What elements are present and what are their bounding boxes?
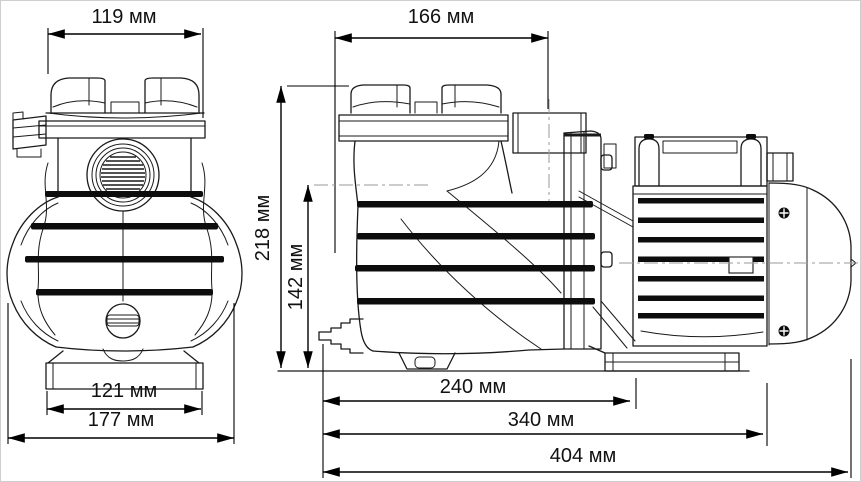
- fan-cover: [768, 182, 857, 346]
- dim-label-pump-head-length: 240 мм: [440, 376, 506, 398]
- dim-label-body-length: 340 мм: [508, 409, 574, 431]
- dimension-front-lid-width: 119 мм: [47, 6, 204, 118]
- cover-screw-bottom: [778, 325, 790, 337]
- dimension-front-body-width: 177 мм: [7, 303, 235, 444]
- drain-plug-side: [318, 318, 364, 354]
- base-front: [45, 346, 204, 390]
- sight-glass: [86, 138, 160, 212]
- support-struts: [578, 190, 636, 349]
- conduit-fitting: [766, 152, 794, 182]
- junction-box: [634, 134, 794, 187]
- sight-glass-louvers: [101, 156, 145, 194]
- dimension-body-length: 340 мм: [323, 383, 768, 446]
- pump-body-side: [356, 205, 565, 370]
- motor-foot: [588, 345, 740, 372]
- seal-plate: [563, 130, 617, 350]
- dimension-total-height: 218 мм: [252, 85, 349, 368]
- clamp-bands-side: [355, 201, 595, 305]
- dim-label-total-height: 218 мм: [252, 195, 274, 261]
- dim-label-front-lid-width: 119 мм: [92, 6, 157, 28]
- front-view: [6, 77, 243, 390]
- dim-label-front-base-width: 121 мм: [91, 380, 157, 402]
- tank-neck-front: [57, 137, 192, 198]
- tank-side: [353, 140, 562, 350]
- dimension-annotations: 119 мм 166 мм 218 мм 142 мм 121 мм: [7, 6, 852, 478]
- side-view: [277, 84, 859, 372]
- dim-label-front-body-width: 177 мм: [88, 409, 154, 431]
- dim-label-port-axis-height: 142 мм: [285, 244, 307, 310]
- clamp-bands-front: [25, 191, 224, 296]
- dimension-pump-head-length: 240 мм: [323, 376, 637, 409]
- drain-plug-front: [105, 303, 141, 339]
- dim-label-side-tank-width: 166 мм: [408, 6, 474, 28]
- dimension-port-axis-height: 142 мм: [285, 184, 431, 368]
- strainer-lid-side: [350, 84, 502, 114]
- dim-label-total-length: 404 мм: [550, 445, 616, 467]
- lid-collar-side: [338, 114, 509, 142]
- lid-flange-front: [38, 120, 206, 139]
- motor-nameplate: [728, 256, 754, 274]
- motor: [632, 185, 768, 347]
- dimension-front-base-width: 121 мм: [46, 380, 203, 415]
- dimension-side-tank-width: 166 мм: [334, 6, 549, 253]
- inlet-fitting-front: [12, 111, 47, 158]
- cover-screw-top: [778, 207, 790, 219]
- discharge-port: [512, 99, 587, 206]
- dimension-total-length: 404 мм: [323, 359, 852, 478]
- strainer-lid-front: [45, 77, 205, 119]
